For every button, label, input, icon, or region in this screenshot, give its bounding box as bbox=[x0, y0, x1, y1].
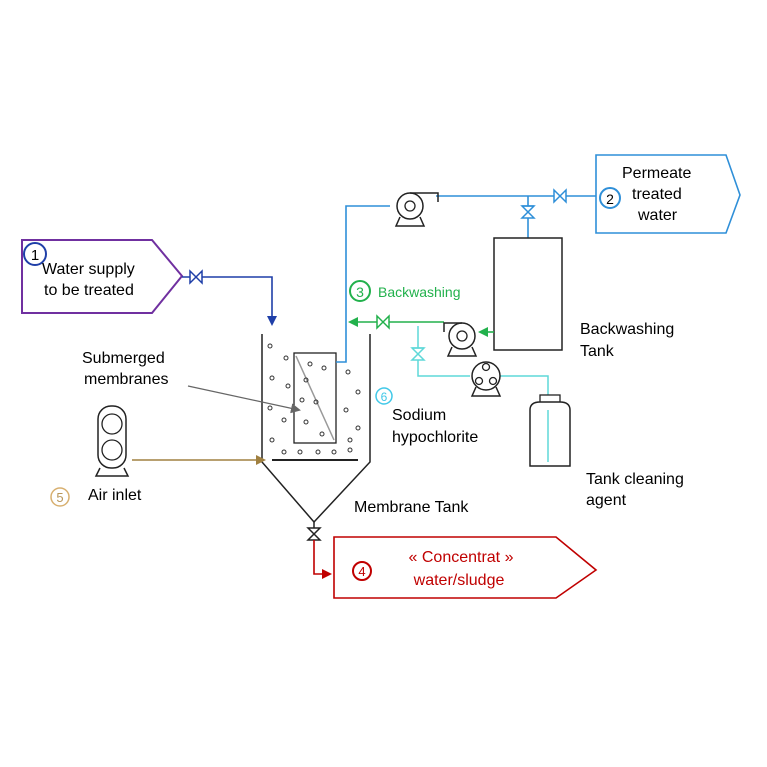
sludge-valve-icon bbox=[306, 527, 322, 541]
step-4-badge bbox=[352, 561, 372, 581]
permeate-line2: treated bbox=[632, 186, 682, 203]
sludge-line bbox=[306, 522, 332, 579]
backwashing-tank bbox=[493, 237, 563, 351]
cleaning-agent-label-line1: Tank cleaning bbox=[586, 471, 684, 488]
backwash-tank-valve-icon bbox=[520, 205, 536, 219]
permeate-line3: water bbox=[637, 207, 678, 224]
step-2-badge bbox=[599, 187, 621, 209]
step-3-badge bbox=[349, 280, 371, 302]
air-bubbles bbox=[267, 343, 361, 455]
cleaning-agent-bottle bbox=[529, 394, 571, 467]
feed-valve-icon bbox=[189, 269, 203, 285]
membrane-tank-label: Membrane Tank bbox=[354, 499, 469, 516]
hypochlorite-valve-icon bbox=[410, 347, 426, 361]
permeate-box: 2 Permeate treated water bbox=[595, 154, 741, 234]
water-supply-line1: Water supply bbox=[42, 261, 135, 278]
backwash-line bbox=[348, 314, 494, 337]
step-4-number: 4 bbox=[358, 564, 365, 579]
concentrate-label-line1: « Concentrat » bbox=[409, 549, 514, 566]
water-supply-box: 1 Water supply to be treated bbox=[21, 239, 184, 314]
concentrate-label-line2: water/sludge bbox=[413, 572, 505, 589]
concentrate-box: 4 « Concentrat » water/sludge bbox=[333, 536, 598, 599]
membrane-tank bbox=[261, 334, 371, 524]
cleaning-agent-label-line2: agent bbox=[586, 492, 627, 509]
step-6-number: 6 bbox=[381, 390, 388, 404]
hypochlorite-label-line1: Sodium bbox=[392, 407, 446, 424]
permeate-line1: Permeate bbox=[622, 165, 691, 182]
submerged-label-line1: Submerged bbox=[82, 350, 165, 367]
step-1-badge bbox=[23, 242, 47, 266]
hypochlorite-label-line2: hypochlorite bbox=[392, 429, 478, 446]
water-supply-line2: to be treated bbox=[44, 282, 134, 299]
step-5-number: 5 bbox=[56, 490, 63, 505]
dosing-pump-icon bbox=[470, 361, 502, 397]
backwash-pump-icon bbox=[443, 322, 478, 357]
backwashing-label: Backwashing bbox=[378, 284, 461, 300]
air-inlet-label: Air inlet bbox=[88, 487, 142, 504]
step-1-number: 1 bbox=[31, 247, 39, 264]
backwash-valve-icon bbox=[376, 314, 390, 330]
step-5-badge bbox=[50, 487, 70, 507]
feed-line bbox=[182, 269, 277, 326]
step-3-number: 3 bbox=[356, 284, 364, 300]
backwash-tank-label-line2: Tank bbox=[580, 343, 615, 360]
submerged-label-line2: membranes bbox=[84, 371, 168, 388]
step-2-number: 2 bbox=[606, 191, 614, 207]
permeate-valve-icon bbox=[553, 188, 567, 204]
backwash-tank-label-line1: Backwashing bbox=[580, 321, 674, 338]
submerged-pointer-arrow bbox=[187, 385, 301, 414]
step-6-badge bbox=[375, 387, 393, 405]
air-blower-icon bbox=[94, 405, 130, 477]
permeate-pump-icon bbox=[394, 192, 439, 227]
